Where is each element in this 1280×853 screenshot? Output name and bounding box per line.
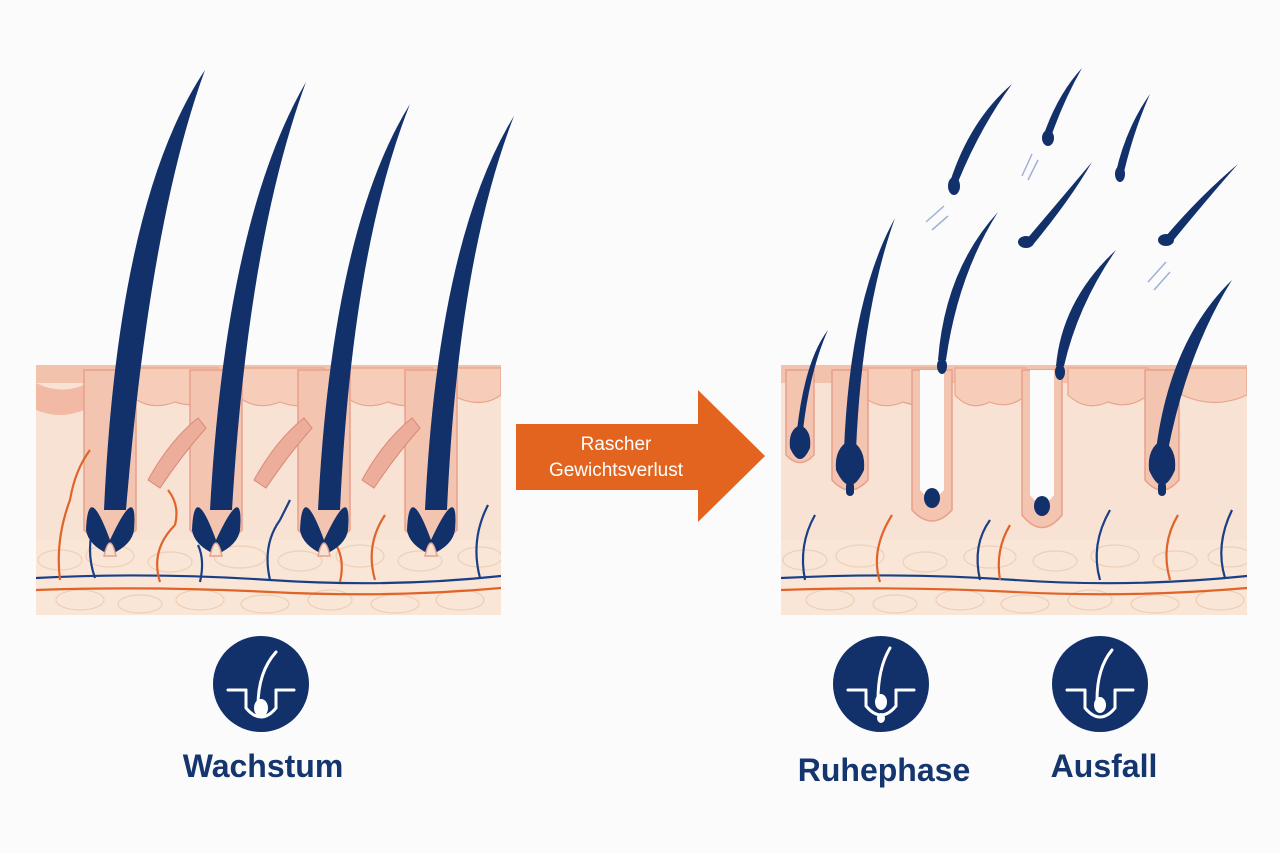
hair-follicle-resting-icon xyxy=(833,636,929,732)
hair-follicle-shedding-icon xyxy=(1052,636,1148,732)
skin-panel-rest-loss xyxy=(781,68,1247,615)
transition-arrow xyxy=(516,390,765,522)
stage-label-rest: Ruhephase xyxy=(797,752,971,788)
arrow-label-line1: Rascher xyxy=(580,434,652,455)
hair-follicle-growth-icon xyxy=(213,636,309,732)
skin-panel-growth xyxy=(36,70,514,615)
falling-hairs xyxy=(937,68,1238,380)
stage-label-loss: Ausfall xyxy=(1050,748,1158,784)
motion-lines xyxy=(925,153,1171,291)
arrow-label: Rascher Gewichtsverlust xyxy=(516,428,716,488)
stage-label-growth: Wachstum xyxy=(182,748,344,784)
arrow-label-line2: Gewichtsverlust xyxy=(548,460,684,481)
